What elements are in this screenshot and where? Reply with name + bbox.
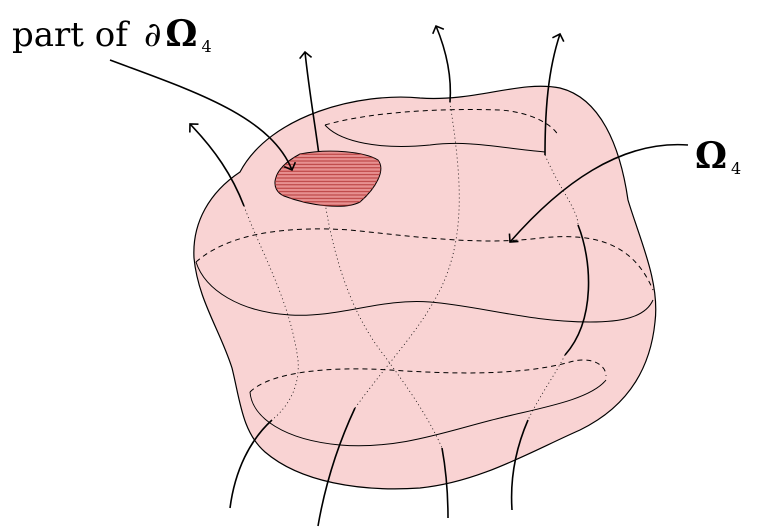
flow-line-bottom-3: [441, 447, 449, 519]
flow-arrow-4: [544, 32, 565, 156]
top-section-back: [324, 109, 559, 136]
flow-line-front-1: [564, 224, 590, 356]
flow-arrow-1: [189, 123, 245, 207]
label-omega-4: Ω 4: [695, 135, 741, 178]
boundary-patch-hatching: [274, 151, 381, 207]
flow-line-bottom-1: [229, 419, 273, 509]
partial-symbol: ∂: [144, 15, 162, 55]
omega-symbol-right: Ω: [695, 135, 727, 177]
top-section-front: [324, 124, 546, 153]
flow-arrow-3: [432, 24, 452, 103]
middle-section-back: [195, 228, 654, 291]
label-part-of-text: part of: [12, 15, 130, 55]
pointer-arrow-patch: [109, 59, 297, 172]
label-part-of-boundary: part of ∂ Ω 4: [12, 13, 212, 56]
flow-line-bottom-2: [317, 407, 356, 527]
omega-symbol: Ω: [165, 13, 197, 55]
lower-section-front: [249, 379, 607, 447]
subscript-4: 4: [201, 37, 211, 56]
flow-line-bottom-4: [510, 419, 529, 511]
pointer-arrow-omega: [508, 143, 689, 243]
subscript-4-right: 4: [731, 159, 741, 178]
middle-section-front: [195, 261, 654, 323]
